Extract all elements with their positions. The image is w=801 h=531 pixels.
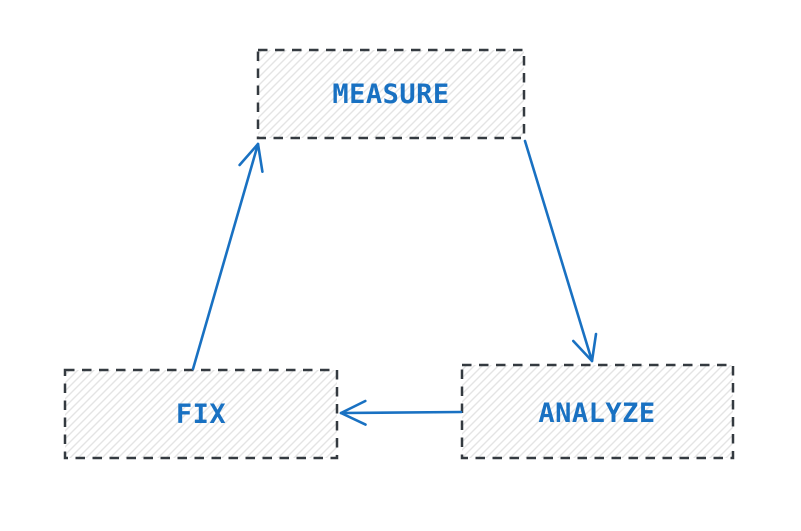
node-fix-label: FIX (176, 399, 226, 430)
node-measure-box (256, 48, 526, 140)
arrowhead-left-icon (339, 399, 367, 426)
node-analyze: ANALYZE (460, 363, 735, 460)
node-fix-box (63, 368, 339, 460)
node-measure-label: MEASURE (332, 79, 449, 110)
arrow-fix-to-measure (191, 142, 264, 371)
arrowhead-down-icon (571, 332, 598, 363)
arrow-analyze-to-fix (339, 399, 463, 426)
node-analyze-box (460, 363, 735, 460)
arrowhead-up-icon (238, 142, 264, 173)
node-measure: MEASURE (256, 48, 526, 140)
node-fix: FIX (63, 368, 339, 460)
arrow-measure-to-analyze (523, 139, 598, 363)
node-analyze-label: ANALYZE (538, 398, 655, 429)
